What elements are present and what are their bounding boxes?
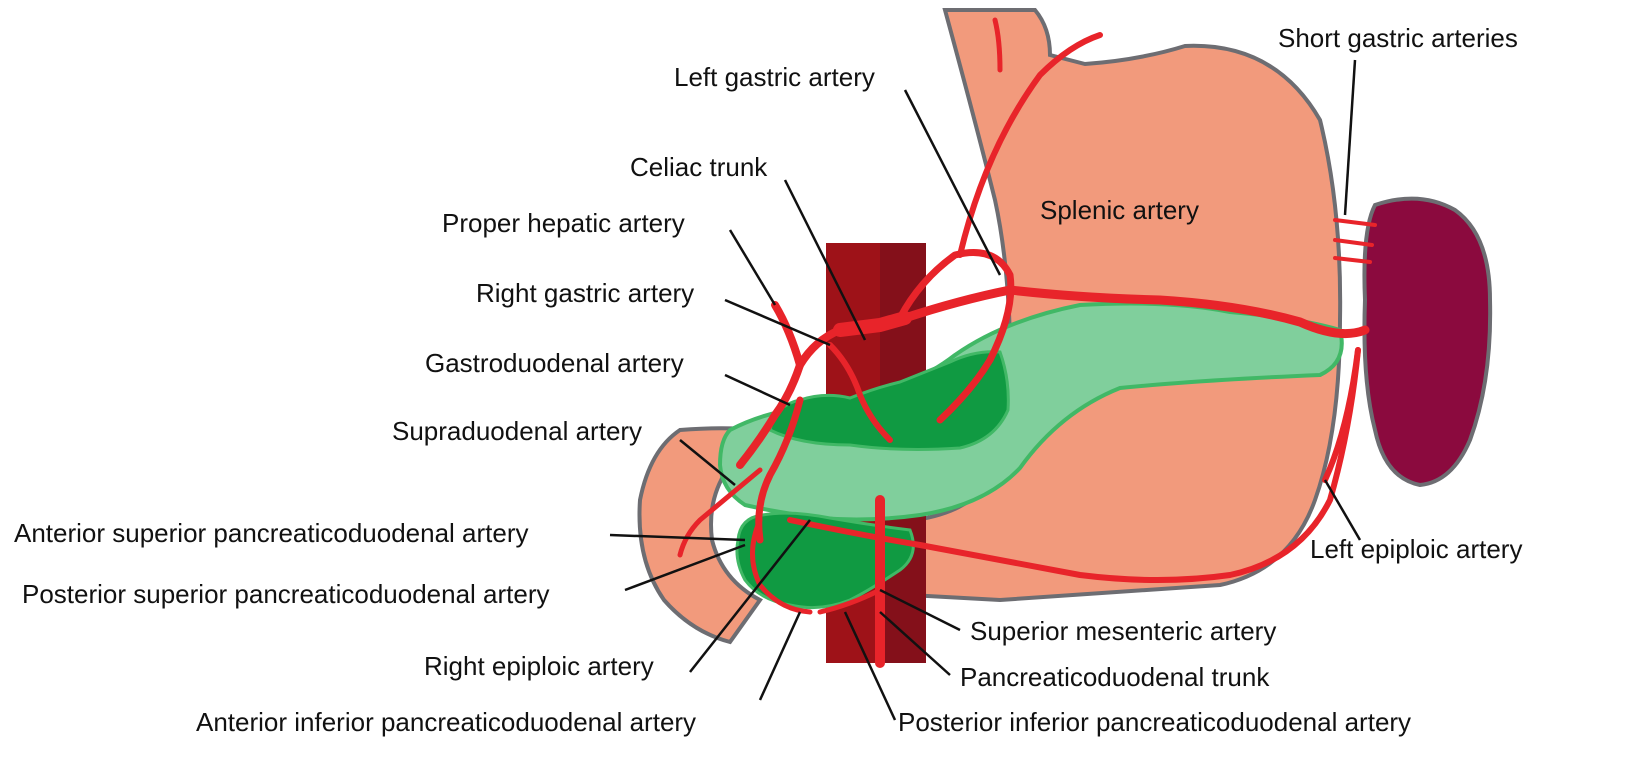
label-left-gastric-artery: Left gastric artery <box>674 62 875 92</box>
label-posterior-inferior-pd-artery: Posterior inferior pancreaticoduodenal a… <box>898 707 1411 737</box>
label-posterior-superior-pd-artery: Posterior superior pancreaticoduodenal a… <box>22 579 550 609</box>
label-short-gastric-arteries: Short gastric arteries <box>1278 23 1518 53</box>
label-right-epiploic-artery: Right epiploic artery <box>424 651 654 681</box>
label-proper-hepatic-artery: Proper hepatic artery <box>442 208 685 238</box>
label-splenic-artery: Splenic artery <box>1040 195 1199 225</box>
label-left-epiploic-artery: Left epiploic artery <box>1310 534 1522 564</box>
label-anterior-inferior-pd-artery: Anterior inferior pancreaticoduodenal ar… <box>196 707 696 737</box>
label-right-gastric-artery: Right gastric artery <box>476 278 694 308</box>
label-celiac-trunk: Celiac trunk <box>630 152 768 182</box>
label-gastroduodenal-artery: Gastroduodenal artery <box>425 348 684 378</box>
label-pancreaticoduodenal-trunk: Pancreaticoduodenal trunk <box>960 662 1270 692</box>
hepatic-branch <box>775 305 800 365</box>
label-supraduodenal-artery: Supraduodenal artery <box>392 416 642 446</box>
label-superior-mesenteric-artery: Superior mesenteric artery <box>970 616 1276 646</box>
label-anterior-superior-pd-artery: Anterior superior pancreaticoduodenal ar… <box>14 518 529 548</box>
spleen <box>1364 199 1490 485</box>
